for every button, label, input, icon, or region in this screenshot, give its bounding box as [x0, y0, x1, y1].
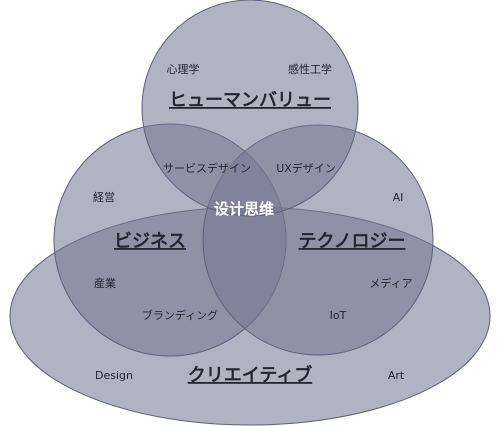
psychology-label: 心理学: [167, 62, 200, 76]
industry-label: 産業: [94, 277, 116, 290]
media-label: メディア: [369, 276, 412, 290]
branding-label: ブランディング: [142, 308, 218, 322]
label-layer: ヒューマンバリュー ビジネス テクノロジー クリエイティブ 心理学 感性工学 サ…: [93, 62, 413, 386]
art-label: Art: [388, 369, 405, 382]
management-label: 経営: [93, 190, 115, 204]
human-value-set-label: ヒューマンバリュー: [169, 90, 331, 111]
human-value-set: [141, 0, 359, 217]
service-design-label: サービスデザイン: [163, 161, 251, 175]
ux-design-label: UXデザイン: [276, 161, 336, 175]
iot-label: IoT: [330, 309, 347, 322]
design-thinking-center-label: 设计思维: [214, 200, 274, 218]
creative-set-label: クリエイティブ: [188, 364, 313, 386]
business-set-label: ビジネス: [114, 231, 186, 252]
ergonomics-label: 感性工学: [288, 62, 332, 76]
technology-set-label: テクノロジー: [299, 231, 406, 252]
ai-label: AI: [393, 191, 404, 204]
region-layer: [9, 0, 491, 426]
design-label: Design: [95, 369, 133, 382]
